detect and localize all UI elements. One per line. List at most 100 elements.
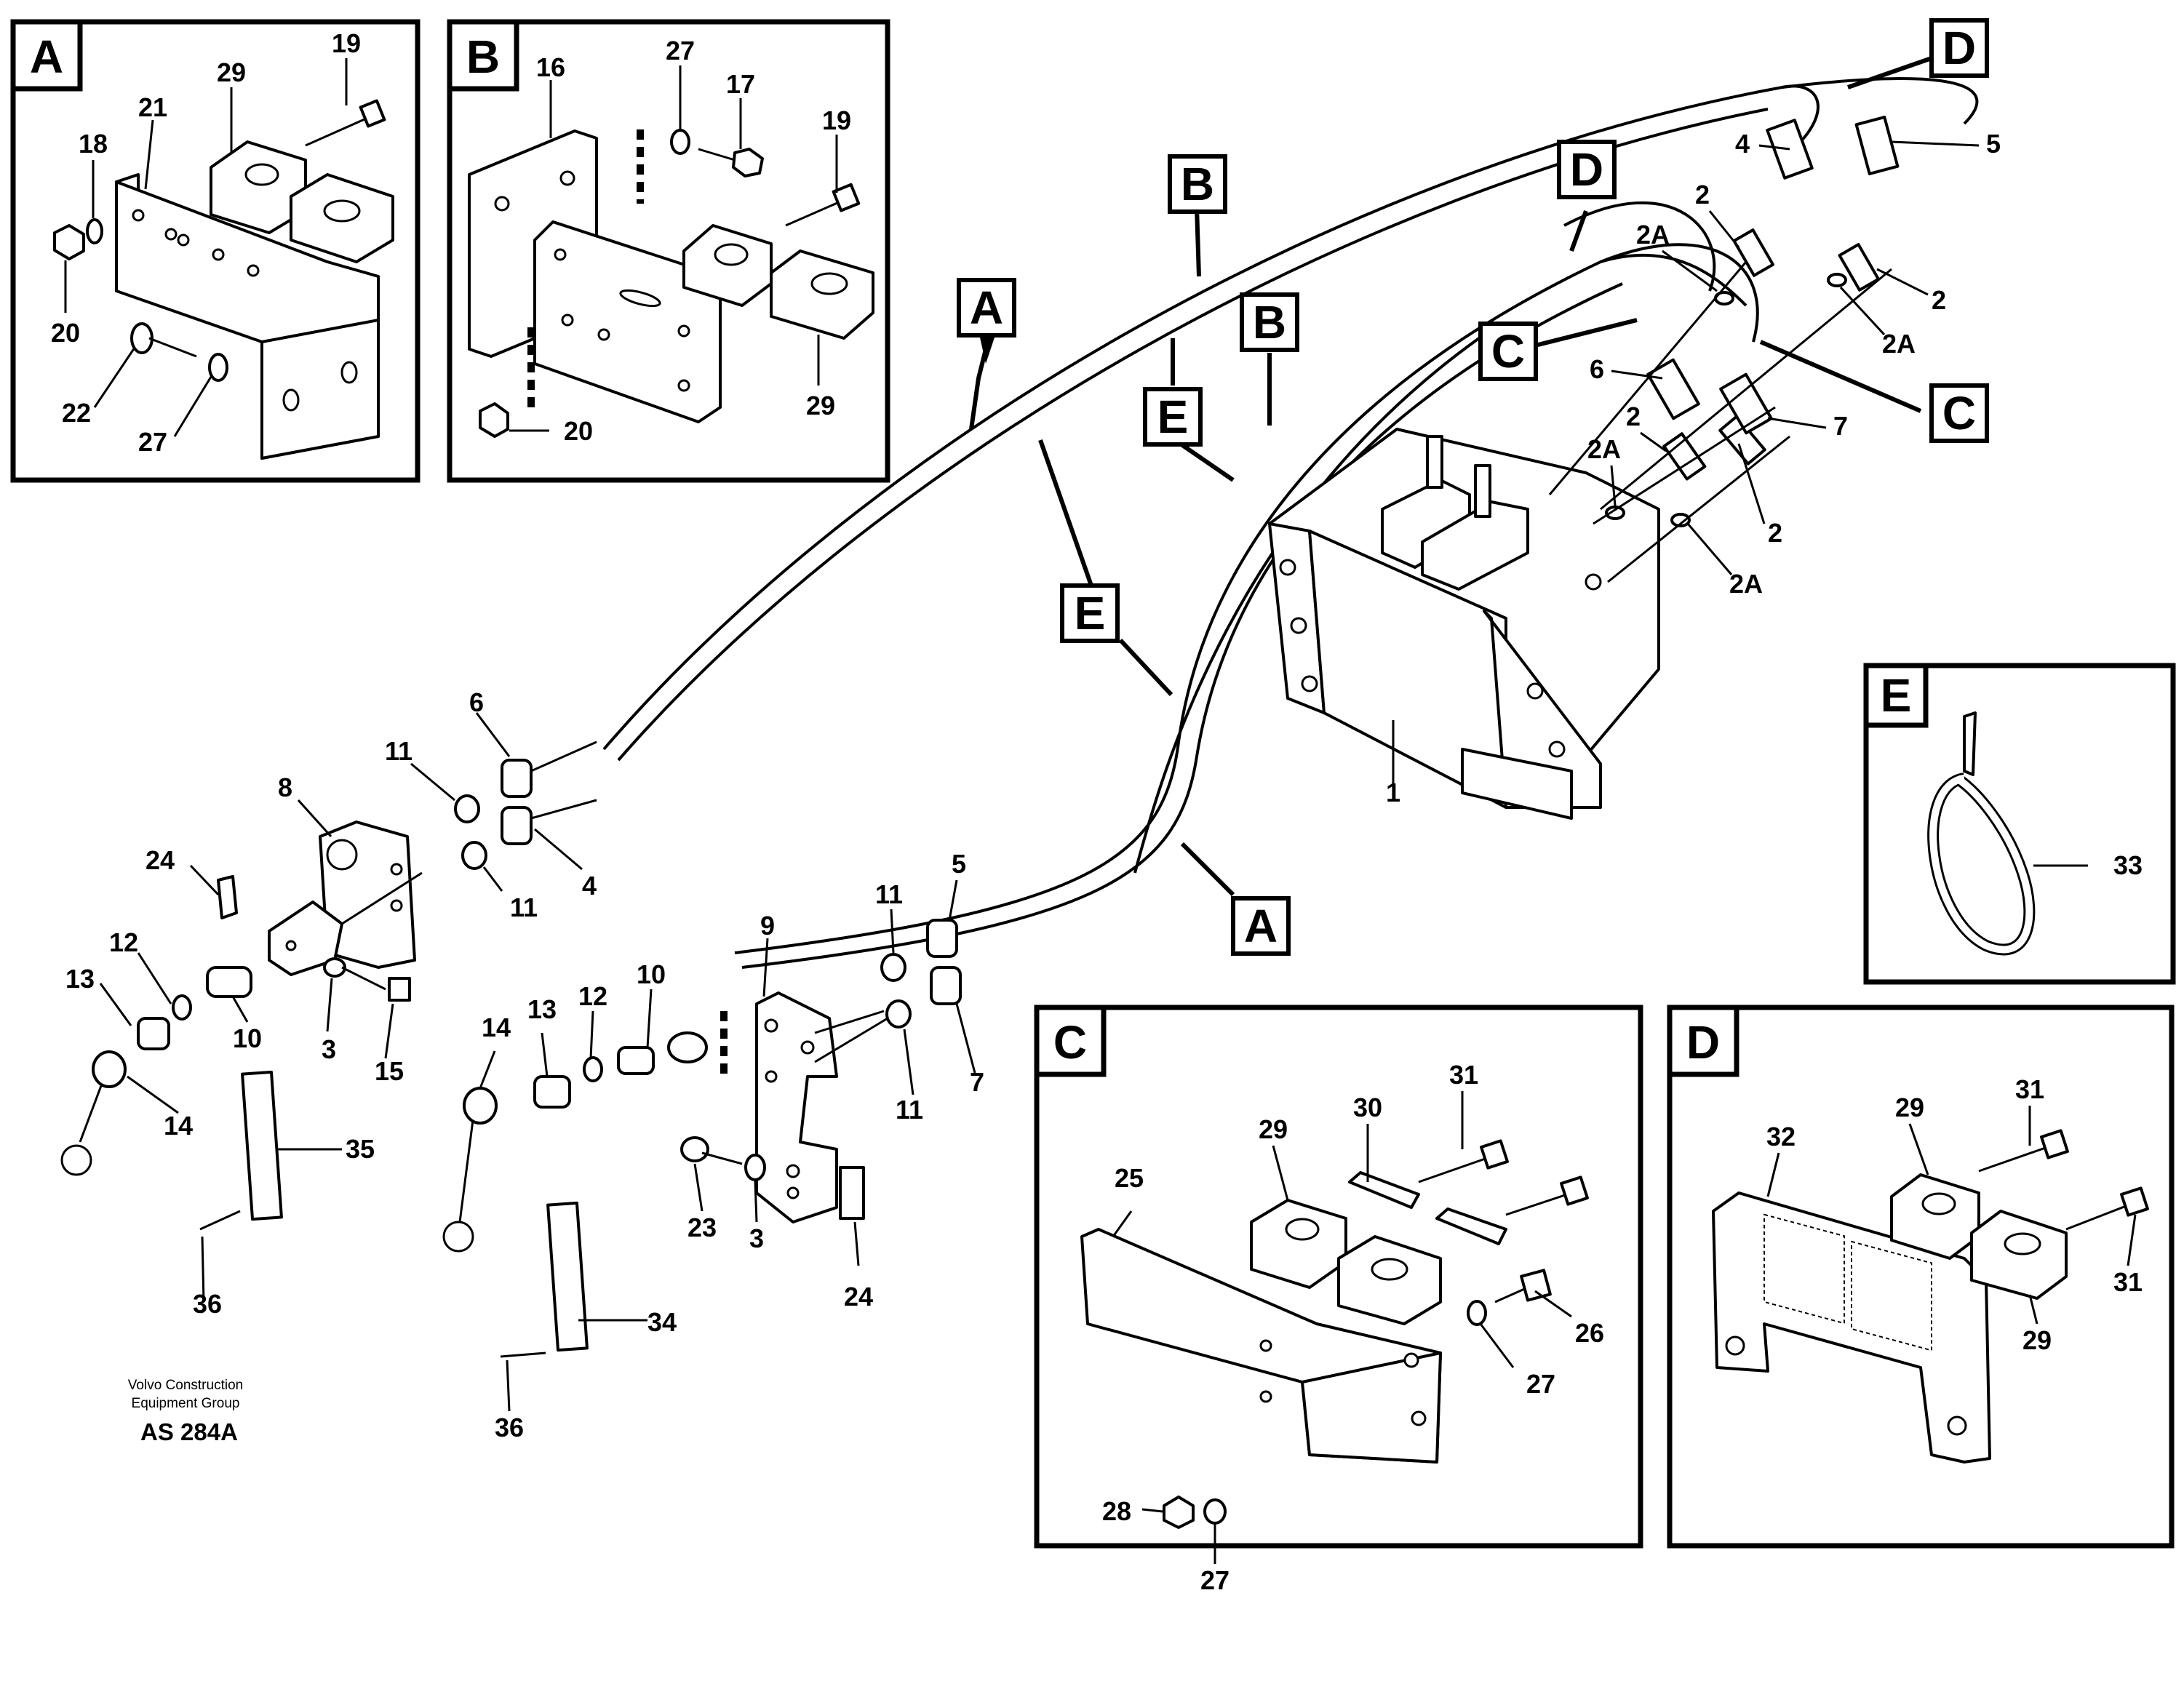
part-number-labels: 19 29 21 18 20 22 27 16 27 17 19 29 20 4…	[51, 28, 2143, 1595]
label-35: 35	[346, 1134, 375, 1164]
label-20: 20	[564, 416, 593, 446]
label-29: 29	[806, 391, 835, 420]
label-27: 27	[1200, 1565, 1230, 1595]
label-2: 2	[1695, 180, 1710, 209]
label-22: 22	[62, 398, 91, 428]
label-2: 2	[1626, 402, 1641, 431]
panel-letter-c: C	[1053, 1016, 1087, 1069]
label-5: 5	[952, 849, 966, 879]
label-13: 13	[65, 964, 95, 994]
label-19: 19	[332, 28, 361, 58]
label-9: 9	[760, 911, 775, 941]
tag-c-right-label: C	[1942, 387, 1976, 439]
panel-letter-a: A	[30, 31, 63, 83]
label-15: 15	[375, 1056, 404, 1086]
label-2: 2	[1932, 285, 1946, 315]
valve-fittings	[1548, 116, 1900, 583]
label-24: 24	[146, 845, 175, 875]
label-14: 14	[164, 1111, 193, 1141]
label-11: 11	[896, 1095, 923, 1125]
label-31: 31	[2113, 1267, 2143, 1297]
callout-tag-d-top: D	[1847, 18, 1989, 89]
callout-tag-c-left: C	[1478, 318, 1638, 381]
tag-a-mid-label: A	[1244, 900, 1278, 952]
panel-letter-d: D	[1686, 1016, 1720, 1069]
label-11: 11	[510, 893, 538, 922]
center-bracket-assembly	[442, 879, 976, 1412]
label-10: 10	[637, 959, 666, 989]
label-4: 4	[582, 871, 597, 901]
label-32: 32	[1766, 1122, 1796, 1151]
detail-panel-c: C	[1034, 1005, 1643, 1564]
label-18: 18	[79, 129, 108, 159]
label-33: 33	[2113, 850, 2143, 880]
label-14: 14	[482, 1013, 511, 1042]
tag-d-top-label: D	[1942, 22, 1976, 74]
callout-tag-b-mid: B	[1240, 292, 1299, 426]
label-11: 11	[875, 879, 903, 909]
callout-tag-a-top: A	[957, 278, 1016, 430]
panel-letter-e: E	[1881, 669, 1912, 722]
label-27: 27	[1526, 1369, 1555, 1399]
label-31: 31	[1449, 1060, 1478, 1090]
label-17: 17	[726, 69, 755, 99]
tag-e-top-label: E	[1157, 391, 1189, 443]
label-30: 30	[1353, 1093, 1382, 1122]
label-20: 20	[51, 318, 80, 348]
label-10: 10	[233, 1023, 262, 1053]
panel-letter-b: B	[466, 31, 500, 83]
label-11: 11	[385, 736, 413, 766]
label-34: 34	[647, 1307, 677, 1337]
label-24: 24	[844, 1282, 873, 1311]
tag-d-mid-label: D	[1570, 143, 1603, 196]
label-1: 1	[1386, 778, 1400, 807]
label-19: 19	[822, 105, 851, 135]
tag-e-mid-label: E	[1075, 587, 1106, 639]
callout-tag-d-mid: D	[1557, 140, 1617, 252]
footer-credit: Volvo Construction Equipment Group AS 28…	[128, 1378, 243, 1445]
left-bracket-assembly	[60, 712, 597, 1303]
label-3: 3	[749, 1223, 764, 1253]
label-2a: 2A	[1587, 434, 1621, 464]
label-29: 29	[2022, 1325, 2052, 1355]
label-27: 27	[666, 36, 695, 65]
callout-tag-e-mid: E	[1038, 439, 1173, 697]
label-27: 27	[138, 427, 167, 457]
label-29: 29	[1259, 1114, 1288, 1144]
label-6: 6	[469, 687, 484, 717]
label-31: 31	[2015, 1074, 2044, 1104]
label-16: 16	[536, 52, 565, 82]
label-29: 29	[217, 57, 246, 87]
tag-b-top-label: B	[1181, 158, 1214, 210]
label-12: 12	[578, 981, 607, 1011]
label-23: 23	[688, 1213, 717, 1242]
detail-panel-d: D	[1667, 1005, 2175, 1549]
drawing-code: AS 284A	[140, 1418, 238, 1445]
callout-tag-c-right: C	[1759, 340, 1989, 443]
label-8: 8	[278, 772, 292, 802]
company-line-1: Volvo Construction	[128, 1378, 243, 1393]
tag-b-mid-label: B	[1253, 296, 1286, 348]
label-3: 3	[322, 1034, 336, 1064]
label-21: 21	[138, 92, 167, 122]
label-25: 25	[1115, 1163, 1144, 1193]
callout-tag-e-top: E	[1143, 338, 1235, 482]
detail-panel-b: B	[447, 19, 890, 483]
label-29: 29	[1895, 1093, 1924, 1122]
callout-tag-a-mid: A	[1180, 842, 1291, 956]
label-13: 13	[527, 994, 557, 1024]
hose-group	[602, 77, 1979, 969]
label-2: 2	[1768, 518, 1782, 548]
callout-tag-b-top: B	[1168, 154, 1227, 277]
label-7: 7	[970, 1067, 984, 1097]
label-4: 4	[1735, 129, 1750, 159]
label-5: 5	[1986, 129, 2001, 159]
company-line-2: Equipment Group	[132, 1396, 240, 1411]
label-36: 36	[193, 1289, 222, 1319]
callout-tags: A B B D D C C	[957, 18, 1989, 956]
tag-a-label: A	[970, 281, 1003, 334]
tag-c-left-label: C	[1491, 325, 1525, 378]
detail-panel-e: E	[1863, 663, 2176, 985]
label-12: 12	[109, 927, 138, 957]
